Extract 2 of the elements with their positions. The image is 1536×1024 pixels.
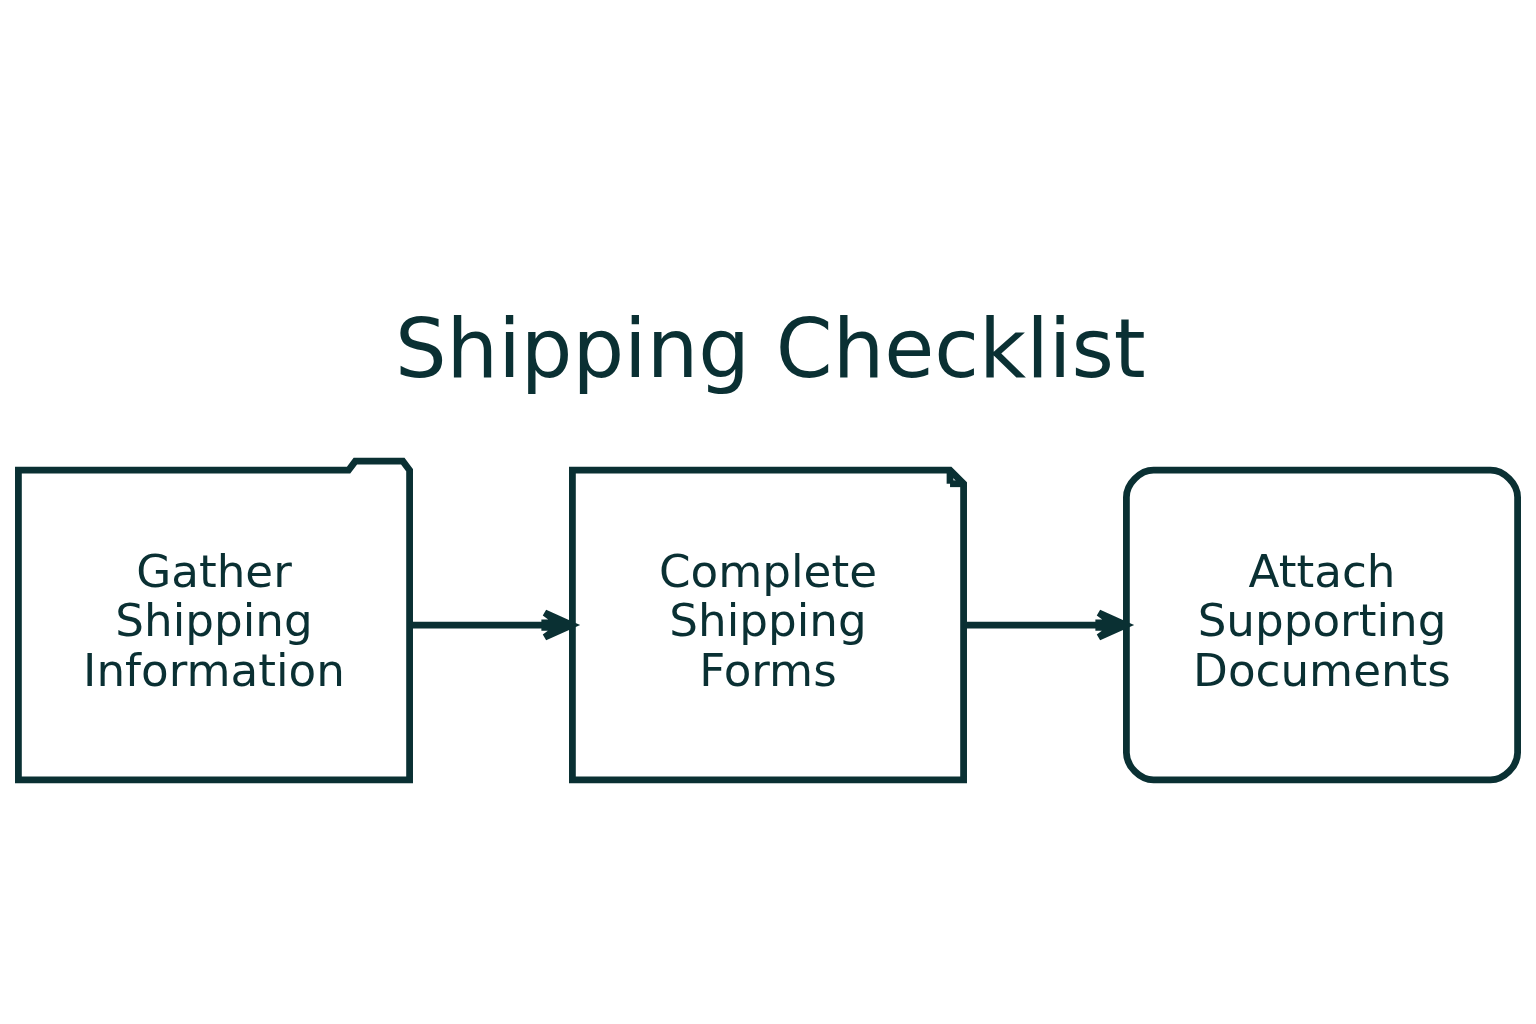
node-box: Attach Supporting Documents	[1123, 466, 1521, 784]
diagram-title: Shipping Checklist	[394, 301, 1146, 396]
